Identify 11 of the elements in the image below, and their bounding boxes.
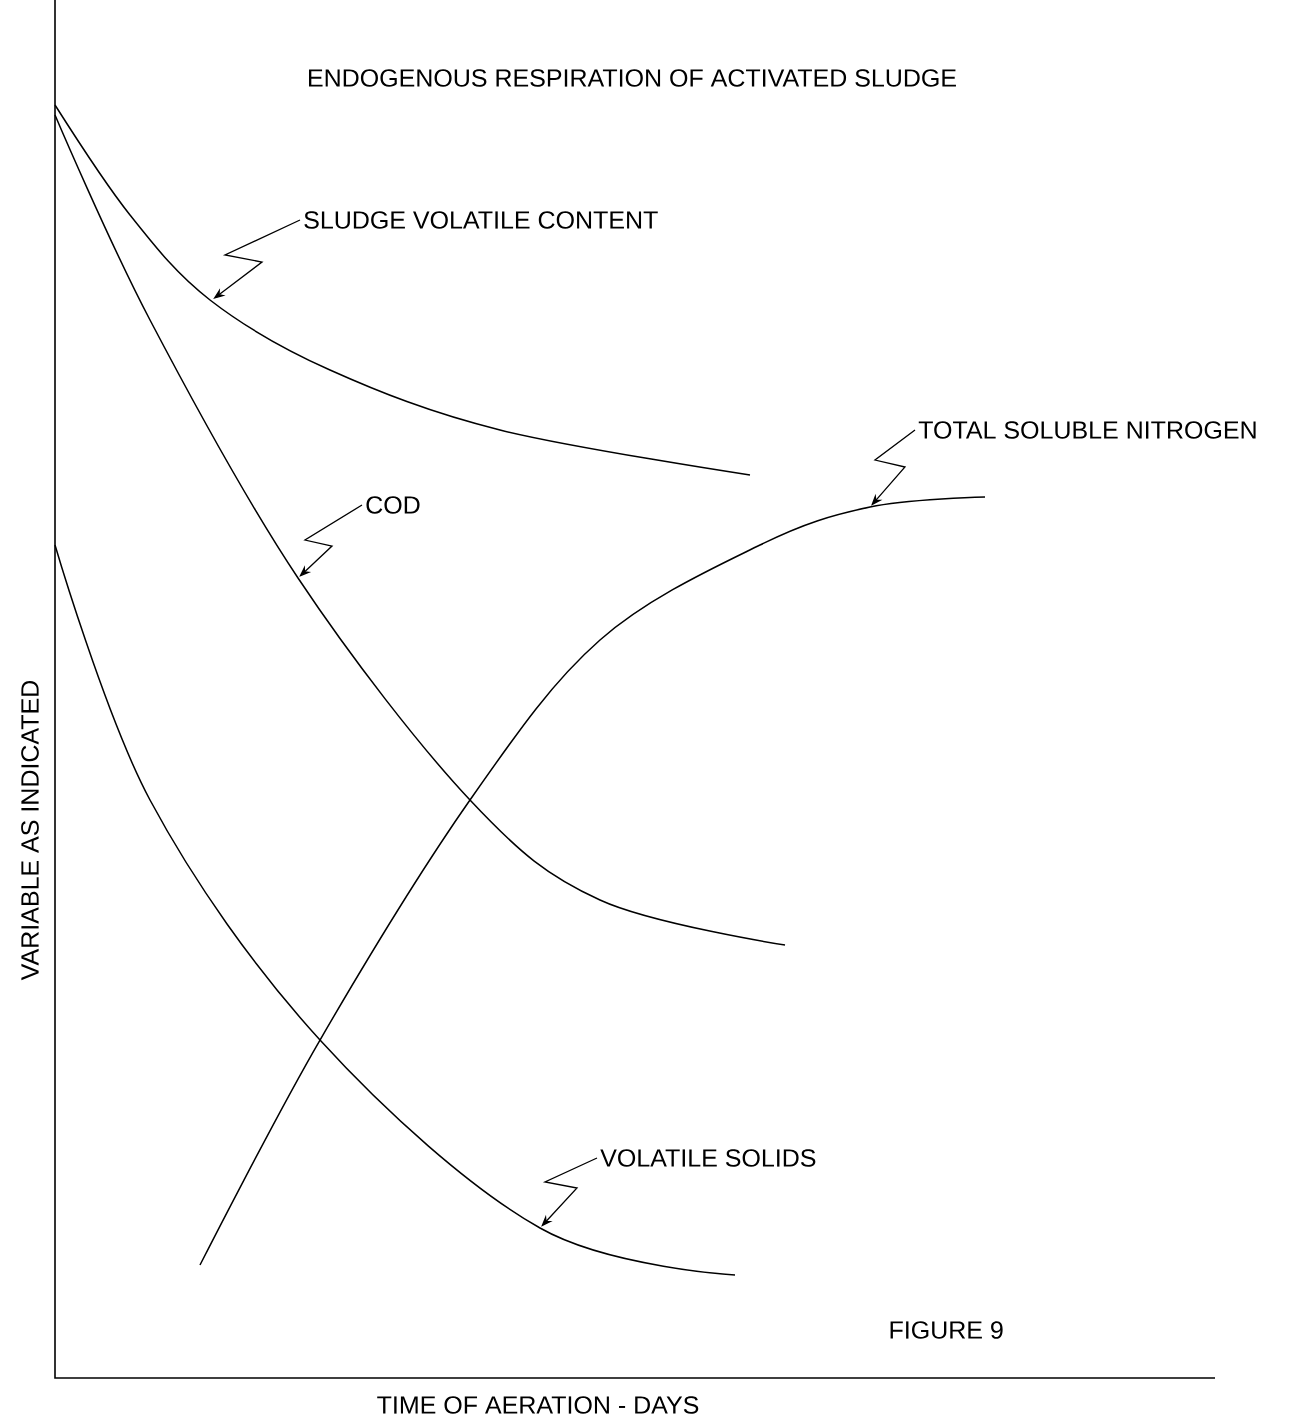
curve-label: TOTAL SOLUBLE NITROGEN bbox=[918, 421, 1256, 439]
curve bbox=[54, 114, 786, 946]
curve bbox=[199, 496, 986, 1266]
figure-number: FIGURE 9 bbox=[890, 1321, 1003, 1339]
leader-line bbox=[299, 504, 363, 577]
chart-title: ENDOGENOUS RESPIRATION OF ACTIVATED SLUDGE bbox=[309, 69, 956, 87]
curve-label: COD bbox=[366, 496, 420, 514]
leader-line bbox=[541, 1157, 598, 1227]
axis-label: VARIABLE AS INDICATED bbox=[21, 680, 39, 981]
leader-line bbox=[871, 429, 916, 506]
axis-label: TIME OF AERATION - DAYS bbox=[377, 1396, 699, 1414]
